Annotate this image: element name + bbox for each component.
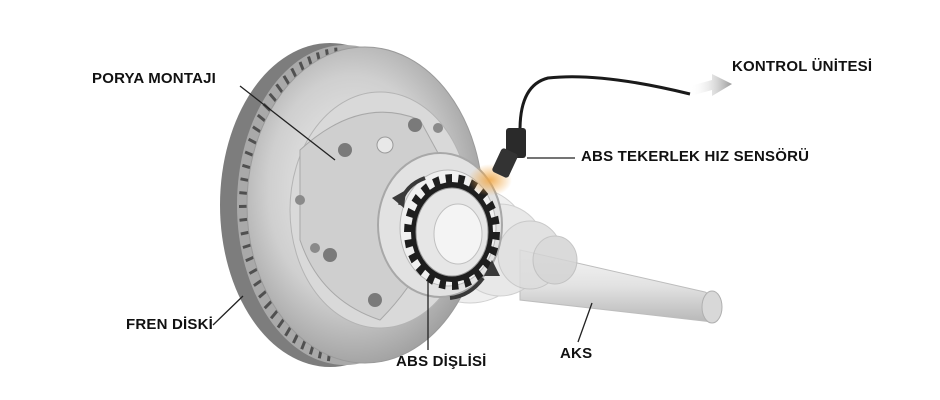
label-fren-diski: FREN DİSKİ xyxy=(126,316,214,333)
leader-aks xyxy=(577,302,593,343)
rotation-arrowhead-bottom xyxy=(484,260,500,276)
label-abs-disli: ABS DİŞLİSİ xyxy=(396,353,487,370)
label-porya-montaji: PORYA MONTAJI xyxy=(92,70,217,87)
label-kontrol-unitesi: KONTROL ÜNİTESİ xyxy=(732,58,873,75)
rotation-arrowhead-top xyxy=(392,190,406,208)
label-abs-sensor: ABS TEKERLEK HIZ SENSÖRÜ xyxy=(581,148,810,165)
abs-tone-ring xyxy=(404,174,500,290)
signal-arrow-icon xyxy=(690,74,732,96)
abs-speed-sensor xyxy=(492,75,691,178)
leader-fren-diski xyxy=(212,295,244,326)
leader-porya-montaji xyxy=(239,85,336,161)
leader-lines xyxy=(212,85,593,350)
label-aks: AKS xyxy=(560,345,593,362)
